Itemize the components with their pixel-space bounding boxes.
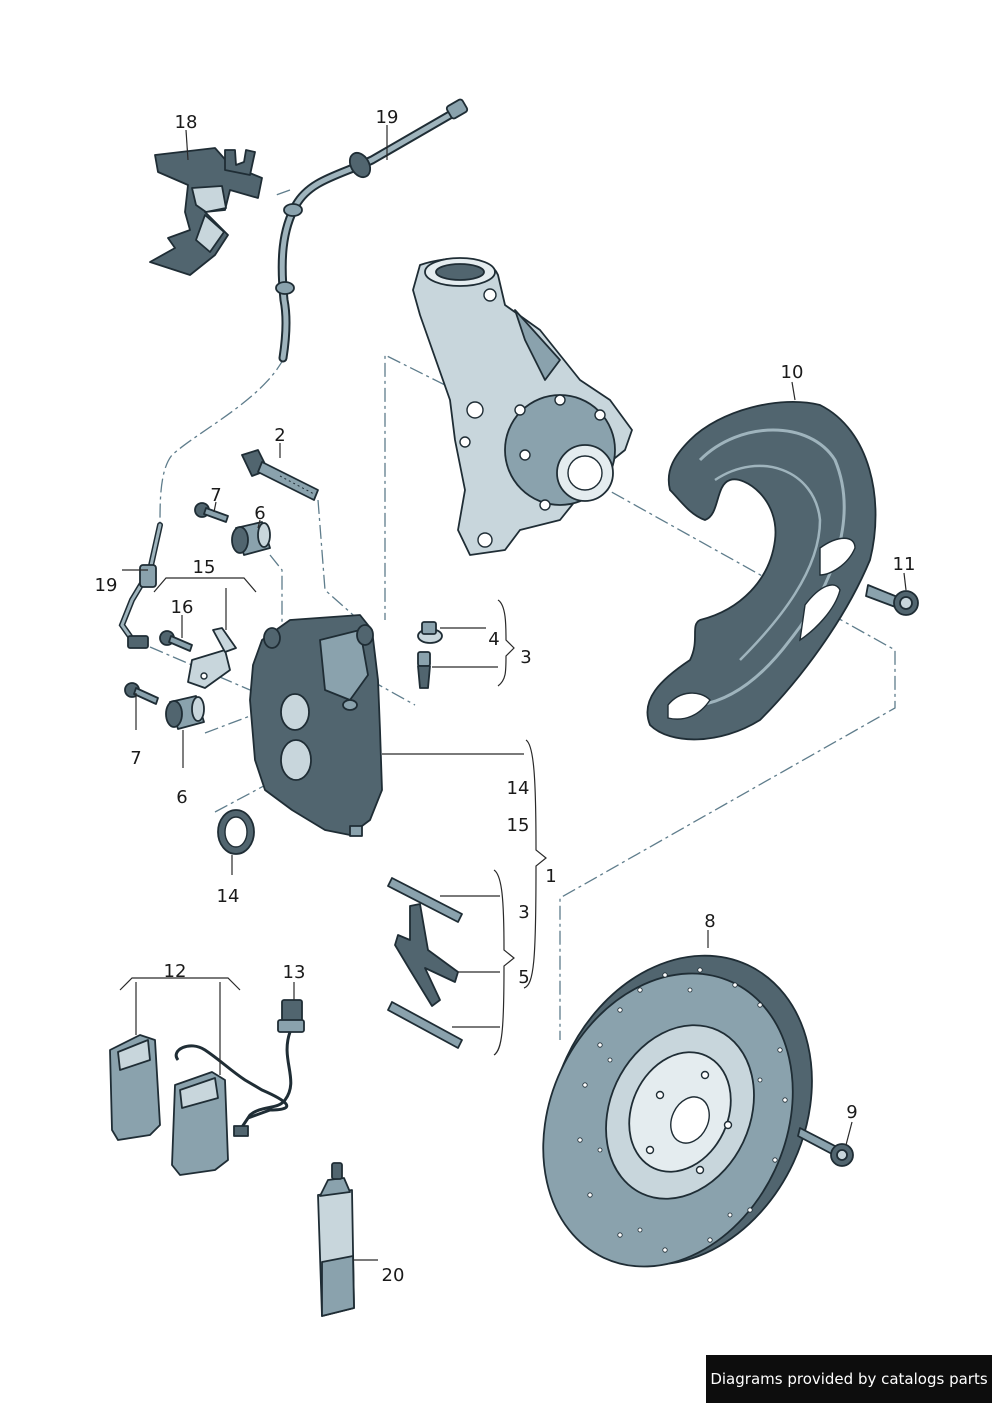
callout-9: 9 bbox=[846, 1102, 857, 1123]
callout-11: 11 bbox=[893, 554, 916, 575]
bracket-plate-part-15 bbox=[187, 627, 237, 689]
callout-3-lower: 3 bbox=[518, 902, 529, 923]
callout-2: 2 bbox=[274, 425, 285, 446]
brake-caliper bbox=[249, 614, 383, 837]
callout-20: 20 bbox=[382, 1265, 405, 1286]
callout-4: 4 bbox=[488, 629, 499, 650]
bolt-part-7-lower bbox=[124, 682, 159, 705]
bleeder-screw bbox=[417, 651, 431, 689]
bolt-part-11 bbox=[865, 584, 919, 616]
brake-hose-part-19 bbox=[275, 98, 469, 363]
cap-part-4 bbox=[417, 621, 443, 644]
grease-tube-part-20 bbox=[317, 1162, 355, 1317]
callout-15-upper: 15 bbox=[193, 557, 216, 578]
callout-8: 8 bbox=[704, 911, 715, 932]
callout-5: 5 bbox=[518, 967, 529, 988]
guide-pin-upper bbox=[387, 877, 463, 923]
wear-sensor-part-13 bbox=[233, 999, 305, 1137]
callout-18: 18 bbox=[175, 112, 198, 133]
leader-lines bbox=[119, 125, 907, 1261]
callout-10: 10 bbox=[781, 362, 804, 383]
bracket-part-18 bbox=[149, 147, 263, 276]
bushing-part-6-upper bbox=[231, 521, 271, 556]
brake-line-part-19 bbox=[118, 522, 163, 649]
callout-labels: 18 19 2 7 6 15 19 16 4 3 7 6 14 15 1 14 … bbox=[95, 107, 916, 1286]
callout-6-lower: 6 bbox=[176, 787, 187, 808]
callout-13: 13 bbox=[283, 962, 306, 983]
callout-14-caliper: 14 bbox=[507, 778, 530, 799]
credit-text: Diagrams provided by catalogs parts bbox=[710, 1370, 988, 1388]
brake-disc-part-8 bbox=[542, 954, 813, 1268]
callout-7-lower: 7 bbox=[130, 748, 141, 769]
seal-ring-part-14 bbox=[217, 809, 255, 855]
callout-3-upper: 3 bbox=[520, 647, 531, 668]
guide-pin-lower bbox=[387, 1001, 463, 1049]
brake-pads-part-12 bbox=[109, 1034, 289, 1176]
splash-shield-part-10 bbox=[646, 401, 877, 741]
bolt-part-7-upper bbox=[194, 502, 229, 523]
bushing-part-6-lower bbox=[165, 695, 205, 730]
screw-part-9 bbox=[797, 1127, 854, 1167]
steering-knuckle bbox=[412, 257, 633, 556]
callout-1: 1 bbox=[545, 866, 556, 887]
callout-19-upper: 19 bbox=[376, 107, 399, 128]
callout-6-upper: 6 bbox=[254, 503, 265, 524]
callout-14-seal: 14 bbox=[217, 886, 240, 907]
spring-clip-part-5 bbox=[394, 903, 459, 1007]
callout-12: 12 bbox=[164, 961, 187, 982]
callout-19-lower: 19 bbox=[95, 575, 118, 596]
callout-16: 16 bbox=[171, 597, 194, 618]
callout-7-upper: 7 bbox=[210, 485, 221, 506]
credit-banner: Diagrams provided by catalogs parts bbox=[706, 1355, 992, 1403]
bolt-part-16 bbox=[159, 630, 193, 652]
callout-15-caliper: 15 bbox=[507, 815, 530, 836]
bolt-part-2 bbox=[241, 449, 319, 501]
